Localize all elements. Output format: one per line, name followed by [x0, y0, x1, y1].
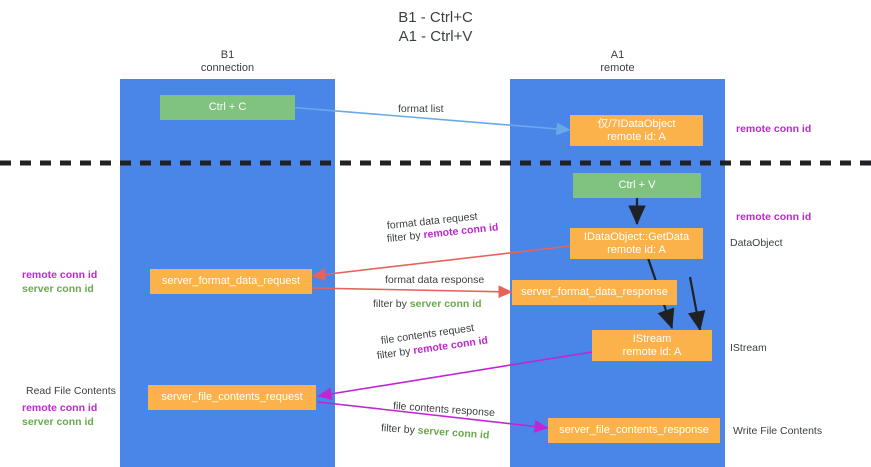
annotation-server-conn-id-left-2: server conn id: [22, 415, 94, 428]
node-server-file-contents-response[interactable]: server_file_contents_response: [548, 418, 720, 443]
node-server-file-contents-request[interactable]: server_file_contents_request: [148, 385, 316, 410]
node-idataobject-remote[interactable]: 仅/7IDataObject remote id: A: [570, 115, 703, 146]
edge-label-file-contents-response-filter: filter by server conn id: [381, 422, 490, 443]
page-title: B1 - Ctrl+C A1 - Ctrl+V: [398, 9, 473, 45]
annotation-remote-conn-id-left-2: remote conn id: [22, 402, 98, 414]
edge-label-format-data-response: format data response: [385, 274, 485, 286]
node-istream[interactable]: IStream remote id: A: [592, 330, 712, 361]
annotation-write-file-contents: Write File Contents: [733, 425, 823, 437]
edge-label-format-data-response-filter: filter by server conn id: [373, 298, 482, 311]
filter-prefix-1: filter by: [386, 229, 425, 245]
filter-value-server-conn-id-2: server conn id: [417, 424, 490, 442]
filter-prefix-2: filter by: [373, 298, 410, 310]
annotation-remote-conn-id-top: remote conn id: [736, 123, 812, 135]
annotation-read-file-contents: Read File Contents: [26, 385, 116, 397]
annotation-server-conn-id-left-1: server conn id: [22, 282, 94, 295]
node-ctrl-v[interactable]: Ctrl + V: [573, 173, 701, 198]
column-header-b1: B1 connection: [200, 49, 255, 74]
annotation-conn-id-group-2: remote conn id server conn id: [22, 402, 97, 429]
node-server-format-data-request[interactable]: server_format_data_request: [150, 269, 312, 294]
edge-label-file-contents-response: file contents response: [392, 400, 496, 420]
annotation-istream: IStream: [730, 342, 767, 354]
filter-prefix-4: filter by: [380, 422, 419, 437]
annotation-conn-id-group-1: remote conn id server conn id: [22, 269, 97, 296]
annotation-remote-conn-id-left-1: remote conn id: [22, 269, 98, 281]
edge-label-format-list: format list: [398, 103, 444, 115]
annotation-remote-conn-id-mid: remote conn id: [736, 211, 812, 223]
node-ctrl-c[interactable]: Ctrl + C: [160, 95, 295, 120]
node-idataobject-getdata[interactable]: IDataObject::GetData remote id: A: [570, 228, 703, 259]
filter-value-server-conn-id-1: server conn id: [409, 298, 482, 310]
column-header-a1: A1 remote: [600, 49, 635, 74]
annotation-dataobject: DataObject: [730, 237, 783, 249]
node-server-format-data-response[interactable]: server_format_data_response: [512, 280, 677, 305]
